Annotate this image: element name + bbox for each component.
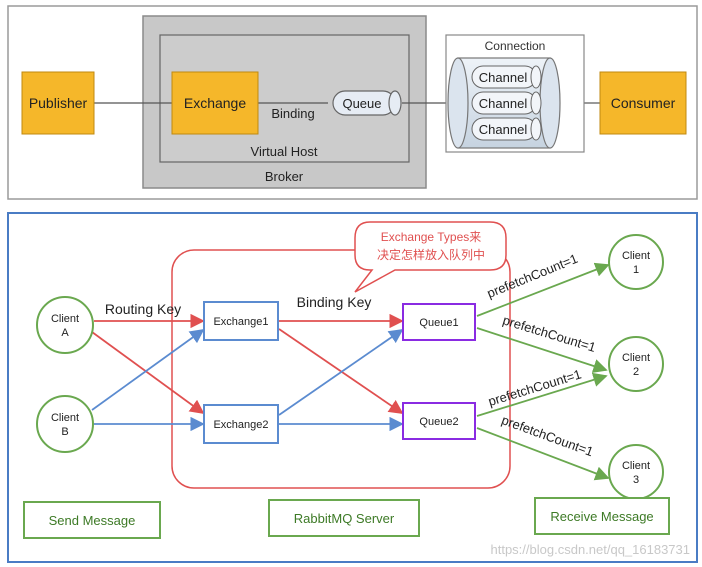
rabbitmq-server-region — [171, 249, 511, 489]
exchange1-label: Exchange1 — [213, 316, 268, 328]
client-2-label-1: Client — [622, 352, 650, 364]
channel-2: Channel — [471, 91, 542, 115]
client-2: Client 2 — [608, 336, 664, 392]
client-1-label-2: 1 — [633, 264, 639, 276]
rabbitmq-server-box: RabbitMQ Server — [268, 499, 420, 537]
consumer-label: Consumer — [611, 95, 676, 111]
client-a: Client A — [36, 296, 94, 354]
client-b: Client B — [36, 395, 94, 453]
routing-key-label: Routing Key — [105, 301, 181, 317]
exchange-types-callout: Exchange Types来 决定怎样放入队列中 — [354, 221, 507, 293]
client-a-label-1: Client — [51, 313, 79, 325]
channel-3-label: Channel — [479, 122, 528, 137]
channel-2-label: Channel — [479, 96, 528, 111]
arrow-queue1-client2 — [476, 327, 608, 373]
queue-cylinder — [332, 90, 402, 116]
broker-label: Broker — [265, 169, 304, 184]
send-message-label: Send Message — [49, 513, 136, 528]
publisher-label: Publisher — [29, 95, 88, 111]
exchange1-box: Exchange1 — [203, 301, 279, 341]
send-message-box: Send Message — [23, 501, 161, 539]
exchange2-box: Exchange2 — [203, 404, 279, 444]
receive-message-box: Receive Message — [534, 497, 670, 535]
publisher-box — [21, 71, 95, 135]
rabbitmq-server-label: RabbitMQ Server — [294, 511, 395, 526]
client-2-label-2: 2 — [633, 366, 639, 378]
arrow-queue2-client2 — [476, 372, 608, 417]
arrow-client-a-exchange2 — [91, 331, 205, 415]
client-b-label-2: B — [61, 426, 68, 438]
arrow-queue2-client3 — [476, 427, 610, 481]
queue2-label: Queue2 — [419, 416, 458, 428]
consumer-box — [599, 71, 687, 135]
queue1-label: Queue1 — [419, 317, 458, 329]
queue2-box: Queue2 — [402, 402, 476, 440]
connection-label: Connection — [485, 39, 546, 53]
client-3: Client 3 — [608, 444, 664, 500]
channel-3: Channel — [471, 117, 542, 141]
receive-message-label: Receive Message — [550, 509, 653, 524]
bottom-panel: Exchange Types来 决定怎样放入队列中 Routing Key Bi… — [7, 212, 698, 563]
client-3-label-2: 3 — [633, 474, 639, 486]
queue-label: Queue — [342, 96, 381, 111]
client-a-label-2: A — [61, 327, 69, 339]
exchange-box — [171, 71, 259, 135]
arrow-exchange1-queue2 — [278, 328, 404, 415]
arrow-exchange2-queue1 — [278, 328, 404, 416]
channel-1-label: Channel — [479, 70, 528, 85]
arrow-client-b-exchange1 — [91, 328, 205, 411]
client-1: Client 1 — [608, 234, 664, 290]
binding-key-label: Binding Key — [297, 294, 372, 310]
arrow-queue1-client1 — [476, 262, 610, 317]
client-1-label-1: Client — [622, 250, 650, 262]
exchange2-label: Exchange2 — [213, 419, 268, 431]
exchange-label: Exchange — [184, 95, 246, 111]
binding-label: Binding — [271, 106, 314, 121]
channel-1: Channel — [471, 65, 542, 89]
virtual-host-label: Virtual Host — [251, 144, 318, 159]
top-panel: Broker Virtual Host Publisher Exchange B… — [7, 5, 698, 200]
callout-line-1: Exchange Types来 — [381, 230, 482, 244]
client-b-label-1: Client — [51, 412, 79, 424]
client-3-label-1: Client — [622, 460, 650, 472]
watermark-text: https://blog.csdn.net/qq_16183731 — [491, 542, 691, 557]
queue1-box: Queue1 — [402, 303, 476, 341]
callout-line-2: 决定怎样放入队列中 — [377, 247, 485, 262]
